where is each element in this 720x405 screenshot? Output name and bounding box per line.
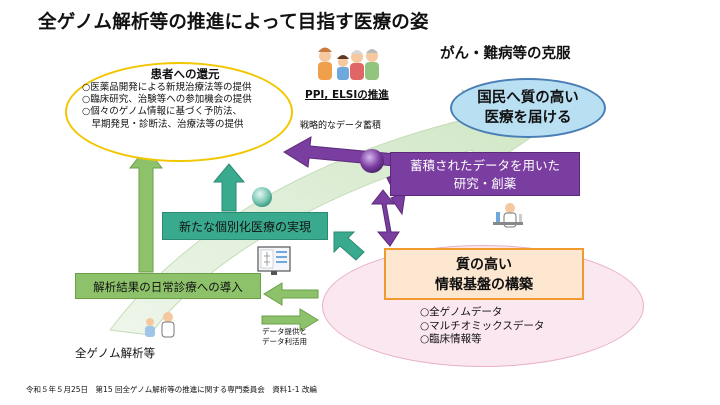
foundation-line1: 質の高い (456, 257, 512, 273)
doctor-icon (145, 312, 175, 338)
patient-benefit-title: 患者への還元 (150, 67, 220, 81)
researcher-icon (493, 203, 523, 228)
data-flow-line2: データ利活用 (262, 337, 307, 346)
up-arrow-left (128, 147, 164, 273)
goal-line2: 医療を届ける (484, 110, 572, 126)
footer-source: 令和５年５月25日 第15 回全ゲノム解析等の推進に関する専門委員会 資料1-1… (26, 385, 317, 394)
clinical-introduction-box: 解析結果の日常診療への導入 (75, 273, 261, 299)
strategic-accumulation-label: 戦略的なデータ蓄積 (300, 121, 382, 131)
patient-benefit-item: ○臨床研究、治験等への参加機会の提供 (82, 94, 252, 106)
purple-double-arrow (370, 189, 400, 247)
patient-benefit-item: 早期発見・診断法、治療法等の提供 (82, 118, 244, 130)
purple-sphere (360, 149, 384, 173)
monitor-icon (257, 246, 291, 275)
research-line2: 研究・創薬 (453, 176, 517, 191)
foundation-item: ○全ゲノムデータ (420, 306, 503, 318)
goal-line1: 国民へ質の高い (477, 90, 579, 106)
teal-arrow-to-personalized (333, 231, 365, 261)
teal-up-arrow (212, 163, 246, 212)
personalized-medicine-box: 新たな個別化医療の実現 (162, 212, 328, 240)
foundation-item: ○臨床情報等 (420, 333, 482, 345)
family-icon (318, 47, 379, 80)
teal-sphere (252, 187, 272, 207)
patient-benefit-ellipse (65, 62, 293, 162)
data-flow-line1: データ提供と (262, 327, 307, 336)
research-box: 蓄積されたデータを用いた 研究・創薬 (390, 152, 580, 196)
goal-ellipse: 国民へ質の高い 医療を届ける (450, 78, 606, 138)
research-line1: 蓄積されたデータを用いた (409, 158, 560, 173)
foundation-box: 質の高い 情報基盤の構築 (384, 248, 584, 300)
foundation-line2: 情報基盤の構築 (435, 277, 533, 293)
patient-benefit-item: ○個々のゲノム情報に基づく予防法、 (82, 106, 243, 118)
green-arrow-right (261, 308, 319, 332)
ppi-elsi-label: PPI, ELSIの推進 (305, 89, 389, 101)
foundation-list: ○全ゲノムデータ ○マルチオミックスデータ ○臨床情報等 (420, 306, 544, 347)
patient-benefit-list: ○医薬品開発による新規治療法等の提供 ○臨床研究、治験等への参加機会の提供 ○個… (82, 82, 292, 131)
green-arrow-left (263, 282, 319, 306)
goal-subtitle: がん・難病等の克服 (440, 46, 571, 62)
data-flow-label: データ提供と データ利活用 (262, 327, 307, 347)
whole-genome-analysis-label: 全ゲノム解析等 (75, 346, 156, 360)
patient-benefit-item: ○医薬品開発による新規治療法等の提供 (82, 82, 252, 93)
page-title: 全ゲノム解析等の推進によって目指す医療の姿 (38, 12, 429, 33)
foundation-item: ○マルチオミックスデータ (420, 319, 545, 332)
